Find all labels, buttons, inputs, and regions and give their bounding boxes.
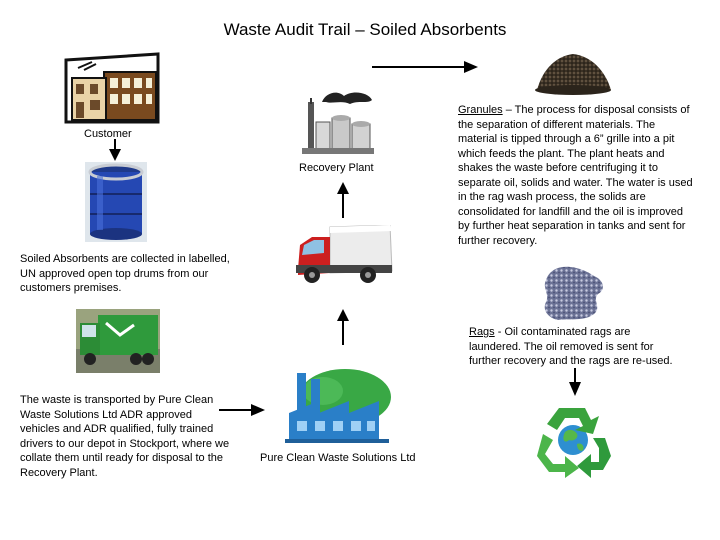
factory-icon bbox=[285, 369, 391, 443]
rags-text: Rags - Oil contaminated rags are launder… bbox=[469, 325, 679, 369]
granules-text: Granules – The process for disposal cons… bbox=[458, 103, 696, 248]
arrow-up-to-plant bbox=[337, 182, 349, 218]
rags-body: - Oil contaminated rags are laundered. T… bbox=[469, 326, 673, 367]
granules-icon bbox=[535, 54, 611, 95]
granules-heading: Granules bbox=[458, 104, 503, 116]
collected-text: Soiled Absorbents are collected in label… bbox=[20, 253, 230, 294]
customer-label: Customer bbox=[84, 128, 132, 140]
building-icon bbox=[64, 52, 160, 124]
pure-clean-label: Pure Clean Waste Solutions Ltd bbox=[260, 452, 416, 464]
recycle-icon bbox=[537, 408, 611, 478]
arrow-down-customer bbox=[109, 139, 121, 161]
rags-icon bbox=[544, 266, 603, 320]
granules-body: – The process for disposal consists of t… bbox=[458, 104, 693, 247]
recovery-plant-icon bbox=[302, 92, 374, 154]
page-title: Waste Audit Trail – Soiled Absorbents bbox=[223, 20, 507, 39]
transported-text: The waste is transported by Pure Clean W… bbox=[20, 394, 230, 479]
arrow-down-to-recycle bbox=[569, 368, 581, 396]
arrow-right-to-depot bbox=[219, 404, 265, 416]
green-truck-icon bbox=[76, 309, 160, 373]
arrow-right-top bbox=[372, 61, 478, 73]
red-truck-icon bbox=[296, 225, 393, 283]
recovery-plant-label: Recovery Plant bbox=[299, 162, 374, 174]
rags-heading: Rags bbox=[469, 326, 495, 338]
arrow-up-to-truck bbox=[337, 309, 349, 345]
drum-icon bbox=[85, 162, 147, 242]
